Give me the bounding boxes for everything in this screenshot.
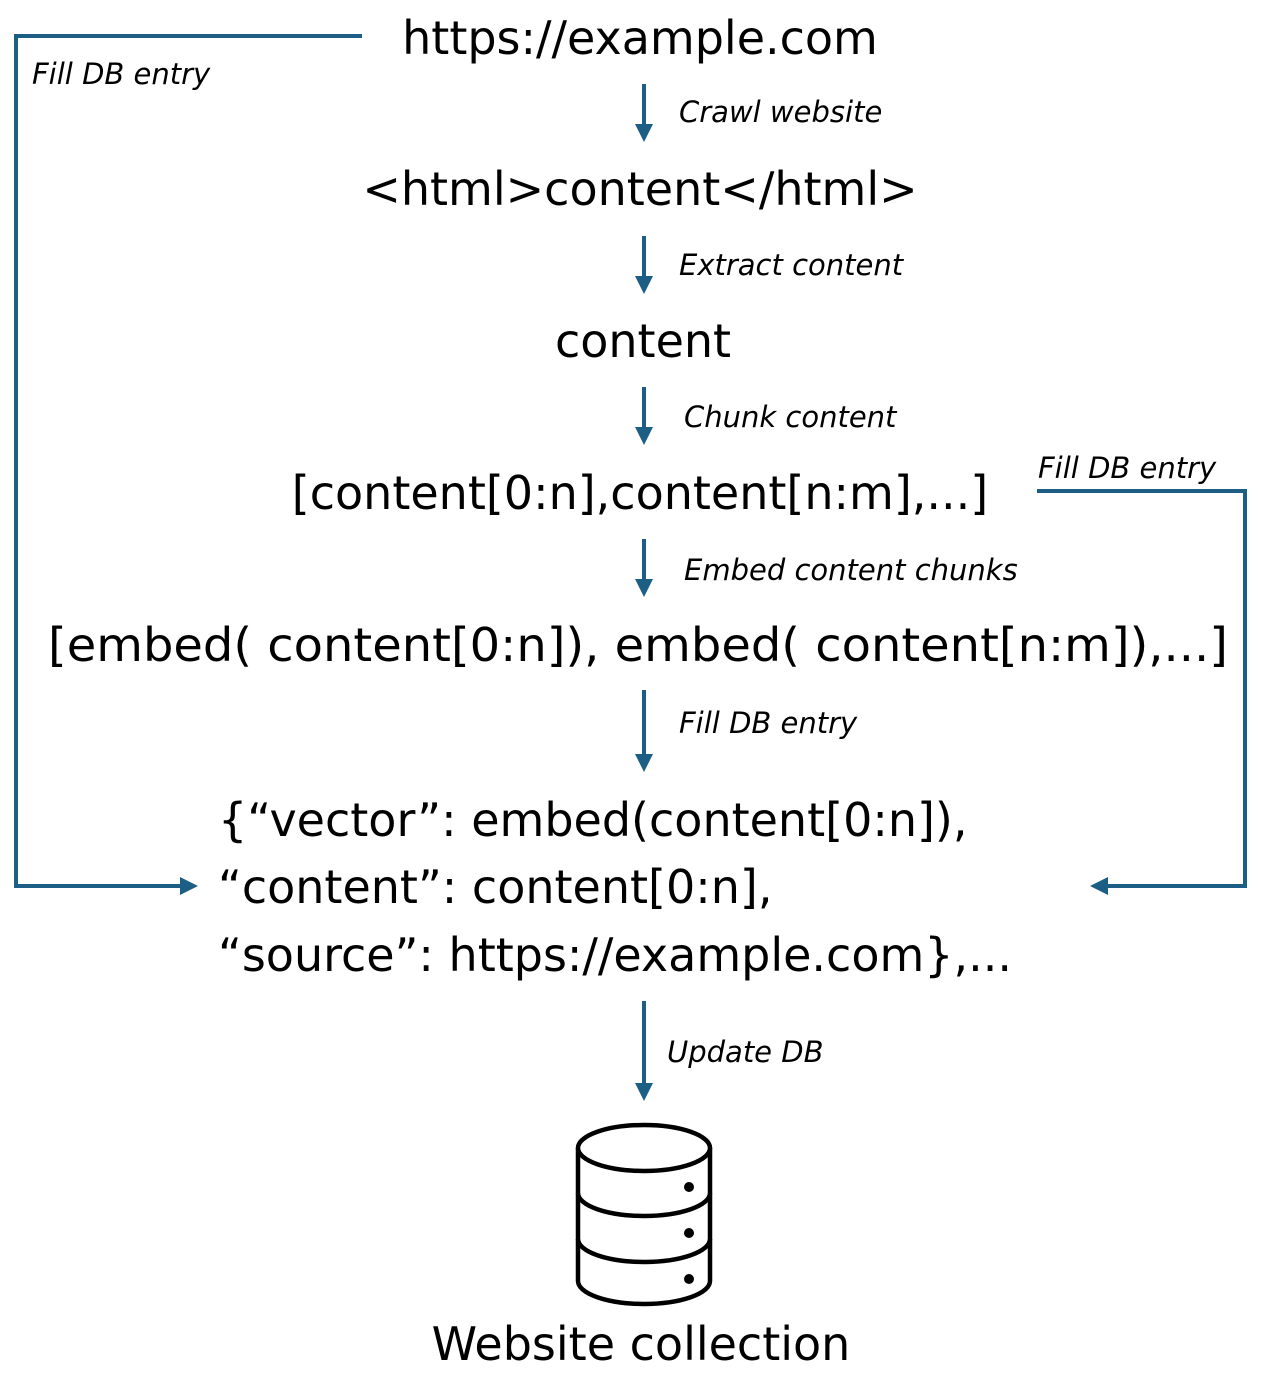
- arrow-crawl: [635, 84, 653, 142]
- node-embeddings: [embed( content[0:n]), embed( content[n:…: [48, 618, 1228, 672]
- node-content: content: [555, 314, 731, 368]
- label-fill-right: Fill DB entry: [1038, 451, 1217, 485]
- arrow-embed: [635, 539, 653, 597]
- label-extract: Extract content: [679, 248, 905, 282]
- label-chunk: Chunk content: [684, 400, 898, 434]
- arrow-fill-right: [1037, 489, 1247, 895]
- arrow-fill-left: [14, 34, 362, 895]
- arrow-update: [635, 1001, 653, 1101]
- node-collection: Website collection: [432, 1317, 851, 1371]
- node-entry-line-3: “source”: https://example.com},...: [218, 928, 1012, 982]
- label-embed: Embed content chunks: [684, 553, 1018, 587]
- label-fill-left: Fill DB entry: [32, 57, 211, 91]
- arrow-extract: [635, 236, 653, 294]
- arrow-fill-center: [635, 690, 653, 772]
- arrow-chunk: [635, 387, 653, 445]
- node-html: <html>content</html>: [362, 162, 917, 216]
- node-url: https://example.com: [402, 11, 878, 65]
- node-entry-line-2: “content”: content[0:n],: [218, 860, 772, 914]
- database-icon: [575, 1122, 713, 1307]
- node-entry-line-1: {“vector”: embed(content[0:n]),: [218, 793, 968, 847]
- node-chunks: [content[0:n],content[n:m],...]: [292, 466, 988, 520]
- label-update: Update DB: [667, 1035, 823, 1069]
- label-crawl: Crawl website: [679, 95, 882, 129]
- label-fill-center: Fill DB entry: [679, 706, 858, 740]
